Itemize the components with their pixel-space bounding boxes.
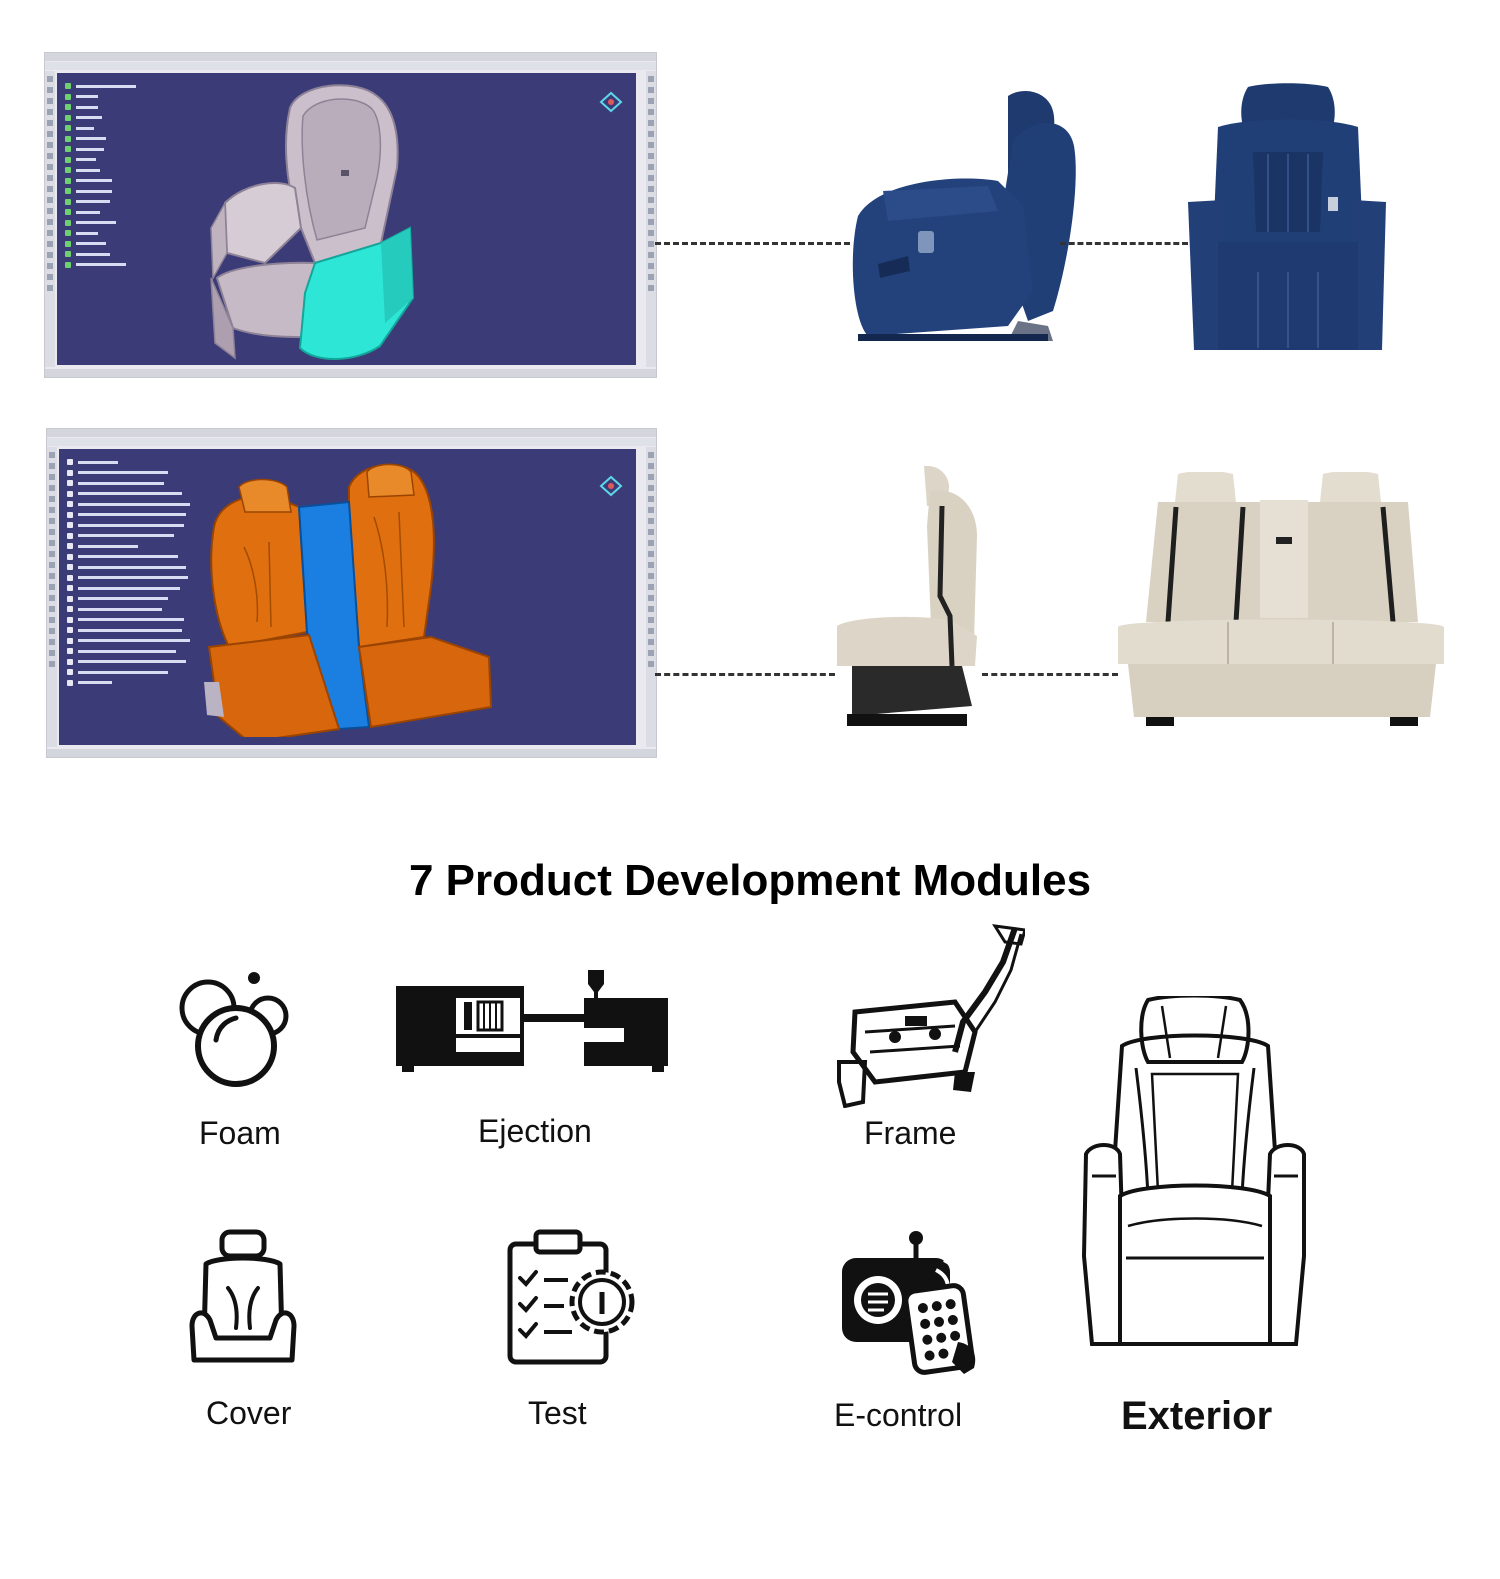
blue-seat-side-view xyxy=(852,91,1076,341)
module-label-e-control: E-control xyxy=(834,1397,963,1433)
module-label-exterior: Exterior xyxy=(1121,1394,1273,1438)
beige-bench-side-view xyxy=(837,466,977,726)
cad-screenshot-single-seat xyxy=(44,52,657,378)
exterior-seat-outline-icon xyxy=(1082,996,1306,1346)
connector-dashed-line xyxy=(982,673,1118,676)
seat-frame-icon xyxy=(837,924,1025,1108)
test-checklist-gear-icon xyxy=(507,1229,635,1365)
cad-viewport xyxy=(57,73,636,365)
cad-model-tree xyxy=(67,457,217,688)
foam-bubbles-icon xyxy=(179,972,289,1087)
connector-dashed-line xyxy=(1060,242,1188,245)
cad-viewport xyxy=(59,449,636,745)
seat-cover-icon xyxy=(189,1229,297,1363)
compass-icon xyxy=(599,475,623,497)
connector-dashed-line xyxy=(655,242,850,245)
single-seat-3d-model xyxy=(210,84,415,360)
module-label-foam: Foam xyxy=(199,1115,281,1151)
module-label-ejection: Ejection xyxy=(478,1113,592,1149)
connector-dashed-line xyxy=(655,673,835,676)
beige-bench-front-view xyxy=(1118,472,1444,726)
injection-machine-icon xyxy=(396,970,668,1072)
cad-model-tree xyxy=(65,81,205,270)
module-label-frame: Frame xyxy=(864,1115,957,1151)
remote-control-icon xyxy=(842,1231,976,1375)
compass-icon xyxy=(599,91,623,113)
bench-seat-3d-model xyxy=(204,463,493,737)
module-label-cover: Cover xyxy=(206,1395,292,1431)
module-label-test: Test xyxy=(528,1395,587,1431)
cad-screenshot-bench-seat xyxy=(46,428,657,758)
blue-seat-front-view xyxy=(1188,83,1386,350)
section-title: 7 Product Development Modules xyxy=(408,856,1092,905)
